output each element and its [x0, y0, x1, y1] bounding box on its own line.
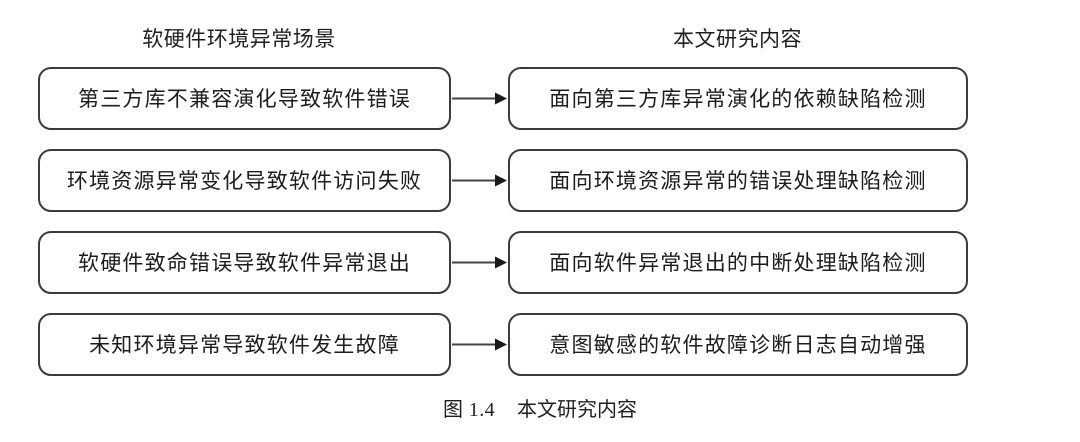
- arrow-right-icon: [451, 149, 509, 212]
- scenario-box[interactable]: 未知环境异常导致软件发生故障: [38, 313, 451, 376]
- research-box[interactable]: 面向软件异常退出的中断处理缺陷检测: [508, 231, 968, 294]
- scenario-label: 未知环境异常导致软件发生故障: [89, 332, 400, 357]
- scenario-label: 环境资源异常变化导致软件访问失败: [66, 168, 423, 193]
- column-header-scenarios: 软硬件环境异常场景: [142, 27, 336, 51]
- arrow-right-icon: [451, 313, 509, 376]
- column-header-research: 本文研究内容: [673, 27, 802, 51]
- scenario-label: 软硬件致命错误导致软件异常退出: [78, 250, 411, 275]
- scenario-label: 第三方库不兼容演化导致软件错误: [78, 86, 411, 111]
- flow-row: 环境资源异常变化导致软件访问失败 面向环境资源异常的错误处理缺陷检测: [0, 149, 1080, 212]
- research-box[interactable]: 面向环境资源异常的错误处理缺陷检测: [508, 149, 968, 212]
- research-label: 面向第三方库异常演化的依赖缺陷检测: [549, 86, 927, 111]
- figure-caption: 图 1.4 本文研究内容: [0, 396, 1080, 424]
- flow-row: 未知环境异常导致软件发生故障 意图敏感的软件故障诊断日志自动增强: [0, 313, 1080, 376]
- research-box[interactable]: 面向第三方库异常演化的依赖缺陷检测: [508, 67, 968, 130]
- research-label: 面向环境资源异常的错误处理缺陷检测: [549, 168, 927, 193]
- figure-caption-number: 图 1.4: [443, 399, 495, 421]
- figure-caption-title: 本文研究内容: [517, 399, 637, 421]
- scenario-box[interactable]: 软硬件致命错误导致软件异常退出: [38, 231, 451, 294]
- scenario-box[interactable]: 第三方库不兼容演化导致软件错误: [38, 67, 451, 130]
- flow-row: 第三方库不兼容演化导致软件错误 面向第三方库异常演化的依赖缺陷检测: [0, 67, 1080, 130]
- flow-row: 软硬件致命错误导致软件异常退出 面向软件异常退出的中断处理缺陷检测: [0, 231, 1080, 294]
- scenario-box[interactable]: 环境资源异常变化导致软件访问失败: [38, 149, 451, 212]
- arrow-right-icon: [451, 231, 509, 294]
- research-label: 意图敏感的软件故障诊断日志自动增强: [549, 332, 927, 357]
- research-box[interactable]: 意图敏感的软件故障诊断日志自动增强: [508, 313, 968, 376]
- research-label: 面向软件异常退出的中断处理缺陷检测: [549, 250, 927, 275]
- arrow-right-icon: [451, 67, 509, 130]
